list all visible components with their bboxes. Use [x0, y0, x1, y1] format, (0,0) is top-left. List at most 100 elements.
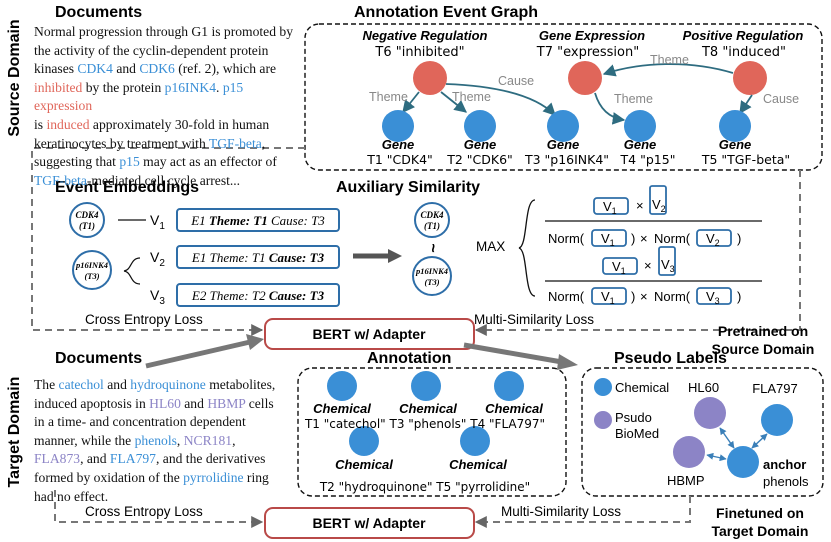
annotation-type-5: Chemical [449, 457, 507, 472]
edge-t6-t1 [402, 91, 420, 113]
text-span: had no effect. [34, 488, 109, 504]
entity-span: phenols [134, 432, 177, 448]
event-text-1: E1 Theme: T1 Cause: T3 [190, 213, 325, 228]
gene-labels: Gene T1 "CDK4" Gene T2 "CDK6" Gene T3 "p… [366, 137, 790, 167]
pseudo-labels-box [581, 367, 824, 497]
formula-box-v3-a [658, 246, 676, 276]
formula-v3-b: V3 [706, 289, 720, 306]
pseudo-anchor-label: anchor [763, 457, 806, 472]
edge-label-theme-4: Theme [614, 92, 653, 106]
edge-label-theme-1: Theme [369, 90, 408, 104]
formula-v1-a: V1 [603, 199, 617, 216]
entity-span: p15 [119, 154, 140, 170]
edge-labels: Theme Theme Cause Theme Theme Cause [369, 53, 799, 106]
formula-times-4: × [640, 289, 648, 304]
trigger-type-1: Negative Regulation [363, 28, 488, 43]
vector-v1: V1 [150, 212, 165, 232]
bert-adapter-top-label: BERT w/ Adapter [312, 326, 426, 342]
text-span: approximately 30-fold in human [89, 116, 270, 132]
event-embeddings-title: Event Embeddings [55, 179, 199, 196]
gene-type-t3: Gene [547, 137, 580, 152]
trigger-id-2: T7 "expression" [536, 45, 639, 60]
text-span: formed by oxidation of the [34, 469, 184, 485]
entity-span: CDK6 [139, 61, 175, 77]
document-line: the activity of the cyclin-dependent pro… [34, 42, 304, 61]
formula: V1 × V2 Norm( V1 ) × Norm( V2 ) V1 × V3 … [548, 185, 741, 306]
entity-span: induced [46, 116, 90, 132]
formula-v1-c: V1 [612, 259, 626, 276]
embed-node-p16ink4 [72, 250, 112, 290]
formula-box-v2-b [696, 229, 732, 247]
sim-node-p16ink4-line1: p16INK4 [415, 266, 448, 276]
max-label: MAX [476, 239, 505, 254]
pseudo-node-anchor [727, 446, 759, 478]
text-span: cells [245, 395, 274, 411]
annotation-node-pyrrolidine [460, 426, 490, 456]
formula-times-1: × [636, 198, 644, 213]
trigger-labels: Negative Regulation T6 "inhibited" Gene … [363, 28, 804, 60]
aux-similarity-title: Auxiliary Similarity [336, 179, 480, 196]
event-graph-box [304, 23, 823, 171]
pretrained-line1: Pretrained on [718, 323, 808, 339]
annotation-node-phenols [411, 371, 441, 401]
pseudo-node-hbmp [673, 436, 705, 468]
edge-label-cause-2: Cause [763, 92, 799, 106]
event-graph-title: Annotation Event Graph [354, 4, 538, 21]
entity-span: NCR181 [183, 432, 233, 448]
formula-norm-3: Norm( [548, 289, 585, 304]
document-line: TGF-beta-mediated cell cycle arrest... [34, 172, 304, 191]
formula-times-3: × [644, 258, 652, 273]
text-span: kinases [34, 61, 78, 77]
entity-span: inhibited [34, 79, 83, 95]
entity-span: FLA797 [109, 451, 156, 467]
legend-chemical-label: Chemical [615, 380, 669, 395]
gene-id-t1: T1 "CDK4" [366, 152, 433, 167]
sim-node-cdk4-line1: CDK4 [420, 210, 444, 220]
text-span: . [216, 79, 223, 95]
entity-span: p15 [222, 79, 244, 95]
entity-span: CDK4 [77, 61, 113, 77]
gene-node-t2 [464, 110, 496, 142]
gene-type-t4: Gene [624, 137, 657, 152]
event-graph-edges [402, 63, 753, 125]
entity-span: FLA873 [34, 451, 81, 467]
formula-box-v1-d [591, 287, 627, 305]
source-dashed-loop [30, 147, 801, 336]
document-line: inhibited by the protein p16INK4. p15 ex… [34, 79, 304, 116]
formula-v2-b: V2 [706, 231, 720, 248]
event-text-2: E1 Theme: T1 Cause: T3 [191, 250, 325, 265]
sim-node-cdk4 [414, 202, 450, 238]
formula-times-2: × [640, 231, 648, 246]
gene-id-t4: T4 "p15" [620, 152, 676, 167]
pseudo-hbmp-label: HBMP [667, 473, 705, 488]
embed-node-p16ink4-line2: (T3) [84, 271, 99, 281]
pseudo-phenols-label: phenols [763, 474, 809, 489]
pseudo-edges [706, 427, 768, 462]
entity-span: HL60 [149, 395, 181, 411]
document-line: in a time- and concentration dependent [34, 413, 296, 432]
entity-span: TGF-beta [34, 172, 87, 188]
gene-type-t2: Gene [464, 137, 497, 152]
text-span: in a time- and concentration dependent [34, 414, 246, 430]
formula-norm-1: Norm( [548, 231, 585, 246]
formula-close-1: ) [631, 231, 635, 246]
embed-brace [123, 257, 141, 285]
edge-label-theme-3: Theme [650, 53, 689, 67]
gene-id-t3: T3 "p16INK4" [524, 152, 609, 167]
embed-node-cdk4-line2: (T1) [79, 221, 95, 231]
formula-box-v1-a [593, 197, 629, 215]
bert-adapter-bottom-label: BERT w/ Adapter [312, 515, 426, 531]
document-line: is induced approximately 30-fold in huma… [34, 116, 304, 135]
embed-node-p16ink4-line1: p16INK4 [75, 260, 108, 270]
event-text-3: E2 Theme: T2 Cause: T3 [191, 288, 325, 303]
event-box-3 [176, 283, 340, 307]
bert-adapter-top [264, 318, 475, 350]
vector-v2: V2 [150, 249, 165, 269]
document-line: keratinocytes by treatment with TGF-beta… [34, 135, 304, 154]
trigger-type-2: Gene Expression [539, 28, 645, 43]
cross-entropy-top: Cross Entropy Loss [85, 312, 203, 327]
trigger-id-1: T6 "inhibited" [374, 45, 464, 60]
document-line: Normal progression through G1 is promote… [34, 23, 304, 42]
document-line: FLA873, and FLA797, and the derivatives [34, 450, 296, 469]
